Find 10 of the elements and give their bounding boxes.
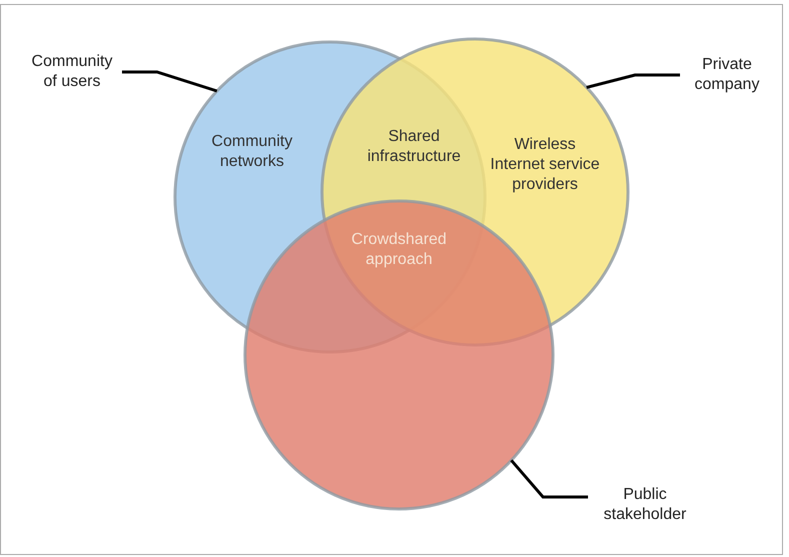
callout-label: Public stakeholder [602,485,688,525]
region-label: Community networks [210,132,294,172]
callout-label: Community of users [30,52,114,92]
leader-line [122,70,218,92]
region-label: Shared infrastructure [366,127,462,167]
region-label: Crowdshared approach [350,230,448,270]
region-label: Wireless Internet service providers [490,135,600,195]
leader-line [510,459,588,498]
callout-label: Private company [694,55,760,95]
leader-line [586,74,680,89]
